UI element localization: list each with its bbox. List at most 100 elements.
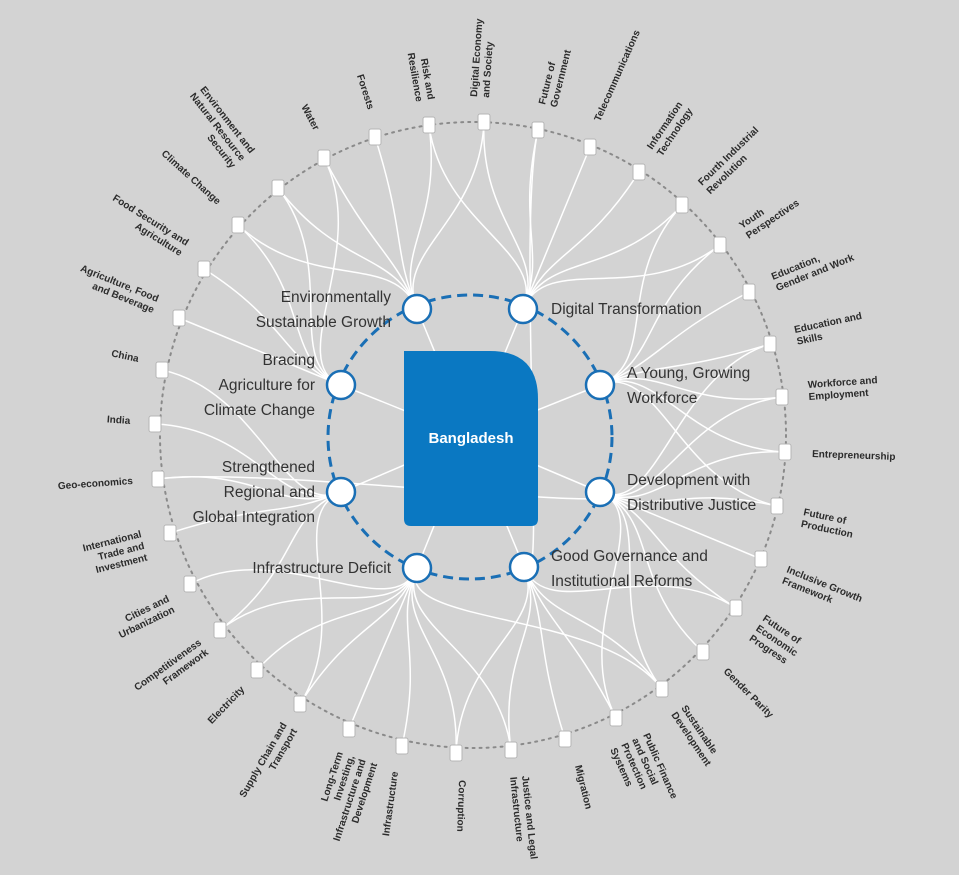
topic-label-workforce-and-employment: Workforce andEmployment [807,375,878,403]
topic-inclusive-growth-framework[interactable]: Inclusive GrowthFramework [754,550,864,616]
topic-food-security-and-agriculture[interactable]: Food Security andAgriculture [104,193,211,278]
topic-education-and-skills[interactable]: Education andSkills [763,311,866,353]
topic-box-future-of-government[interactable] [531,121,545,139]
topic-box-geo-economics[interactable] [151,470,165,488]
theme-node-dig[interactable] [507,293,539,325]
topic-future-of-production[interactable]: Future ofProduction [770,497,856,541]
topic-box-education-gender-and-work[interactable] [742,283,756,301]
topic-box-migration[interactable] [558,730,572,748]
topic-long-term-investing-infrastructure-and-development[interactable]: Long-TermInvesting,Infrastructure andDev… [309,720,380,846]
theme-node-gov[interactable] [508,551,540,583]
topic-box-inclusive-growth-framework[interactable] [754,550,768,568]
topic-label-cities-and-urbanization: Cities andUrbanization [112,594,177,641]
topic-box-water[interactable] [317,149,331,167]
topic-future-of-economic-progress[interactable]: Future ofEconomicProgress [729,599,806,669]
topic-label-education-and-skills: Education andSkills [793,311,865,348]
topic-agriculture-food-and-beverage[interactable]: Agriculture, Foodand Beverage [74,263,186,327]
link-future-of-economic-progress-dev [599,491,737,609]
topic-box-entrepreneurship[interactable] [778,443,792,461]
topic-box-infrastructure[interactable] [395,737,409,755]
topic-box-supply-chain-and-transport[interactable] [293,695,307,713]
topic-box-public-finance-and-social-protection-systems[interactable] [609,709,623,727]
topic-education-gender-and-work[interactable]: Education,Gender and Work [742,241,856,301]
topic-public-finance-and-social-protection-systems[interactable]: Public Financeand SocialProtectionSystem… [607,709,679,816]
theme-node-reg[interactable] [325,476,357,508]
topic-box-electricity[interactable] [250,661,264,679]
topic-box-education-and-skills[interactable] [763,335,777,353]
topic-water[interactable]: Water [298,103,331,167]
topic-box-international-trade-and-investment[interactable] [163,524,177,542]
theme-node-env[interactable] [401,293,433,325]
center-node[interactable]: Bangladesh [404,351,538,526]
topic-china[interactable]: China [110,348,169,379]
theme-node-dev[interactable] [584,476,616,508]
topic-justice-and-legal-infrastructure[interactable]: Justice and LegalInfrastructure [504,741,539,861]
topic-box-future-of-production[interactable] [770,497,784,515]
topic-workforce-and-employment[interactable]: Workforce andEmployment [775,375,879,406]
topic-box-forests[interactable] [368,128,382,146]
topic-sustainable-development[interactable]: SustainableDevelopment [655,680,723,769]
topic-box-risk-and-resilience[interactable] [422,116,436,134]
topic-electricity[interactable]: Electricity [206,661,264,726]
topic-box-china[interactable] [155,361,169,379]
topic-label-international-trade-and-investment: InternationalTrade andInvestment [82,529,149,578]
topic-box-justice-and-legal-infrastructure[interactable] [504,741,518,759]
link-entrepreneurship-dev [599,451,786,498]
theme-node-infra[interactable] [401,552,433,584]
topic-cities-and-urbanization[interactable]: Cities andUrbanization [112,575,197,641]
topic-box-information-technology[interactable] [632,163,646,181]
theme-infra[interactable]: Infrastructure Deficit [252,552,433,584]
topic-infrastructure[interactable]: Infrastructure [381,737,409,837]
topic-migration[interactable]: Migration [558,730,594,810]
topic-forests[interactable]: Forests [354,73,382,146]
topic-box-agriculture-food-and-beverage[interactable] [172,309,186,327]
theme-node-young[interactable] [584,369,616,401]
topic-box-gender-parity[interactable] [696,643,710,661]
topic-box-india[interactable] [148,415,162,433]
topic-digital-economy-and-society[interactable]: Digital Economyand Society [469,18,497,131]
center-shape[interactable] [404,351,538,526]
topic-youth-perspectives[interactable]: YouthPerspectives [713,188,802,254]
topic-box-fourth-industrial-revolution[interactable] [675,196,689,214]
link-supply-chain-and-transport-infra [299,567,418,705]
topic-box-cities-and-urbanization[interactable] [183,575,197,593]
theme-node-agri[interactable] [325,369,357,401]
theme-dig[interactable]: Digital Transformation [507,293,702,325]
topic-risk-and-resilience[interactable]: Risk andResilience [405,50,436,134]
topic-box-future-of-economic-progress[interactable] [729,599,743,617]
topic-geo-economics[interactable]: Geo-economics [58,470,165,492]
topic-fourth-industrial-revolution[interactable]: Fourth IndustrialRevolution [675,125,770,214]
link-youth-perspectives-dig [522,244,721,310]
topic-label-competitiveness-framework: CompetitivenessFramework [133,637,212,703]
topic-box-youth-perspectives[interactable] [713,236,727,254]
topic-international-trade-and-investment[interactable]: InternationalTrade andInvestment [82,524,177,578]
topic-gender-parity[interactable]: Gender Parity [696,643,775,721]
topic-supply-chain-and-transport[interactable]: Supply Chain andTransport [238,695,307,806]
topic-box-sustainable-development[interactable] [655,680,669,698]
link-electricity-infra [256,567,418,671]
topic-future-of-government[interactable]: Future ofGovernment [531,45,574,139]
topic-box-telecommunications[interactable] [583,138,597,156]
topic-box-long-term-investing-infrastructure-and-development[interactable] [342,720,356,738]
topic-competitiveness-framework[interactable]: CompetitivenessFramework [133,621,227,703]
topic-india[interactable]: India [107,414,162,433]
topic-box-corruption[interactable] [449,744,463,762]
topic-box-food-security-and-agriculture[interactable] [197,260,211,278]
topic-box-climate-change[interactable] [231,216,245,234]
topic-information-technology[interactable]: InformationTechnology [632,99,696,181]
topic-box-workforce-and-employment[interactable] [775,388,789,406]
topic-box-environment-and-natural-resource-security[interactable] [271,179,285,197]
topic-entrepreneurship[interactable]: Entrepreneurship [778,443,896,463]
link-food-security-and-agriculture-agri [203,268,342,386]
topic-box-competitiveness-framework[interactable] [213,621,227,639]
topic-corruption[interactable]: Corruption [449,744,467,832]
topic-label-supply-chain-and-transport: Supply Chain andTransport [238,720,300,805]
topic-telecommunications[interactable]: Telecommunications [583,28,643,156]
topic-box-digital-economy-and-society[interactable] [477,113,491,131]
